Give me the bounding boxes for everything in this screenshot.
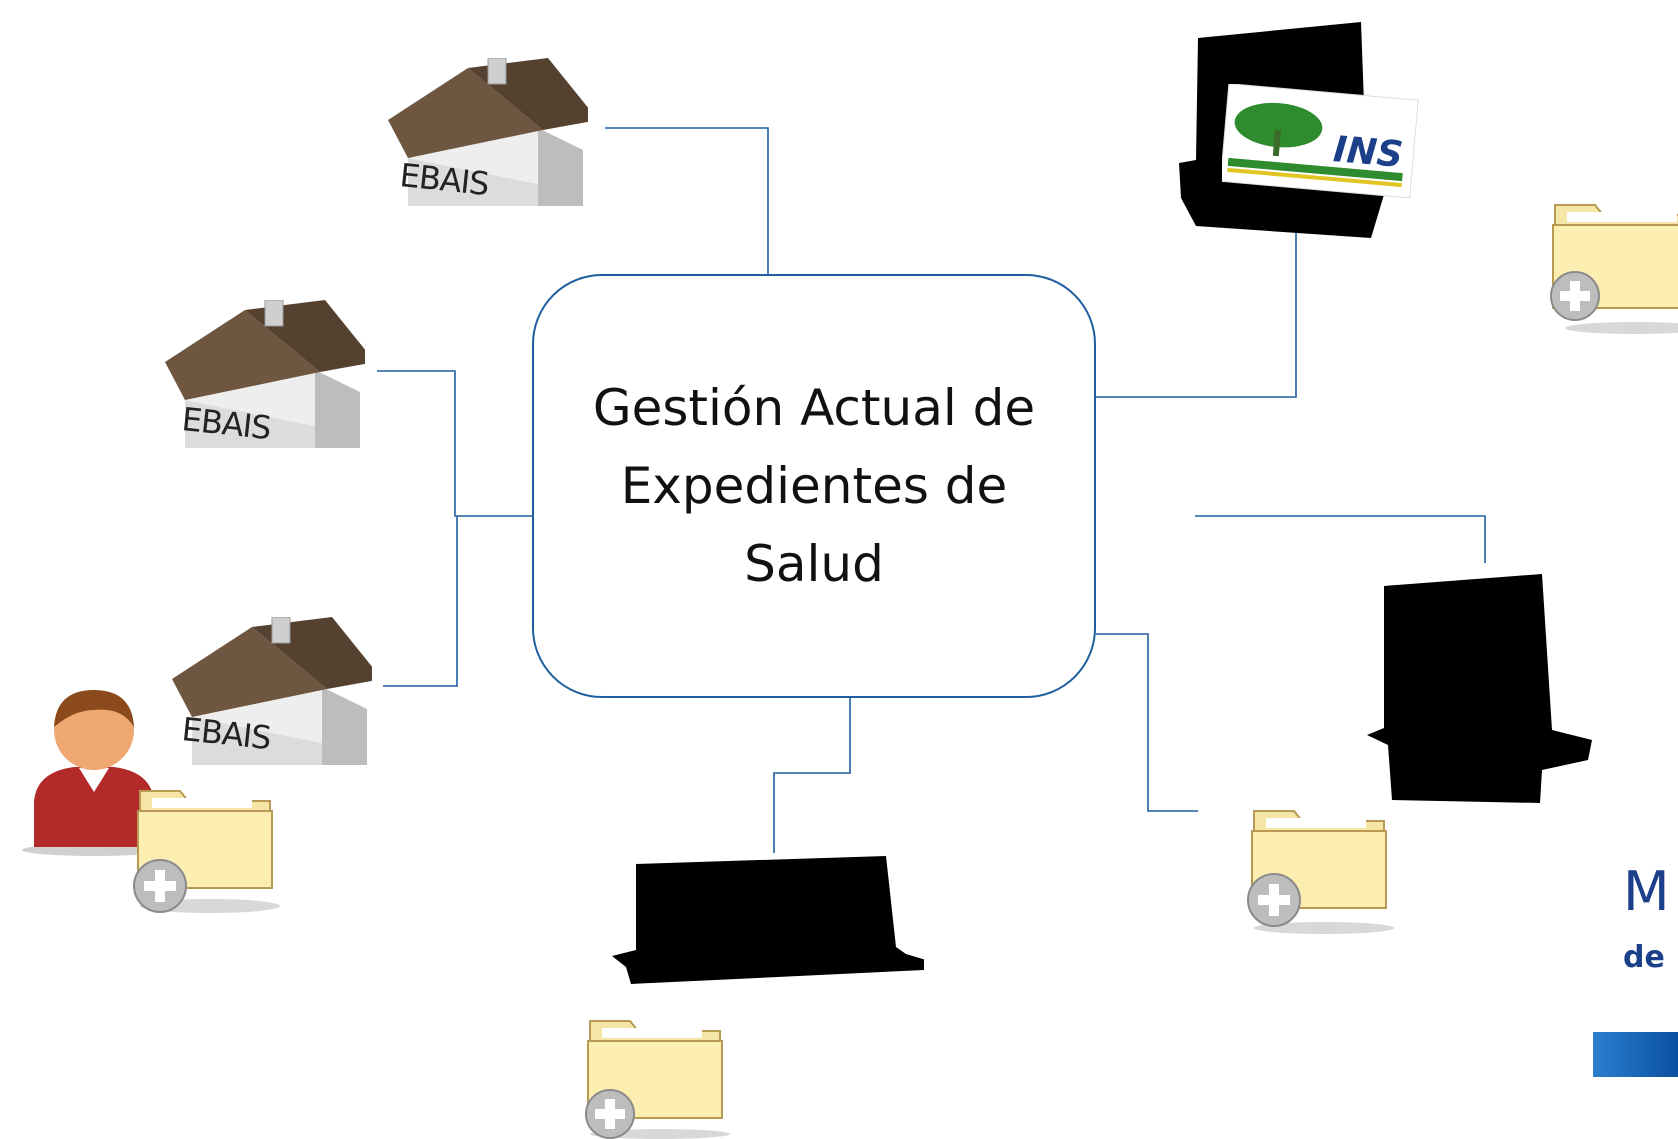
folder-add-icon <box>133 790 280 913</box>
partial-logo-subtext: de <box>1623 940 1665 975</box>
center-node: Gestión Actual de Expedientes de Salud <box>532 274 1096 698</box>
folder-add-icon <box>585 1020 730 1139</box>
folder-add-icon <box>1247 810 1394 934</box>
connector-right-building <box>1195 515 1486 563</box>
center-label-line2: Expedientes de <box>620 457 1008 515</box>
house-icon <box>165 299 375 450</box>
ins-logo-text: INS <box>1332 129 1405 176</box>
building-icon <box>612 856 924 984</box>
partial-logo-bar <box>1593 1032 1678 1077</box>
connector-right-folder <box>1096 633 1198 812</box>
center-label-line3: Salud <box>744 535 884 593</box>
connector-ins-building <box>1096 232 1297 398</box>
folder-add-icon <box>1550 204 1678 334</box>
house-icon <box>388 57 598 208</box>
center-label-line1: Gestión Actual de <box>592 379 1036 437</box>
partial-logo-text: M <box>1623 860 1670 923</box>
ins-logo: INS <box>1222 84 1419 199</box>
connector-bottom-building <box>773 698 851 853</box>
building-icon <box>1367 574 1592 803</box>
house-icon <box>172 616 382 767</box>
connector-top-house <box>605 127 769 274</box>
user-icon <box>22 690 164 856</box>
connector-middle-house <box>377 370 532 517</box>
connector-lower-house <box>383 516 458 687</box>
